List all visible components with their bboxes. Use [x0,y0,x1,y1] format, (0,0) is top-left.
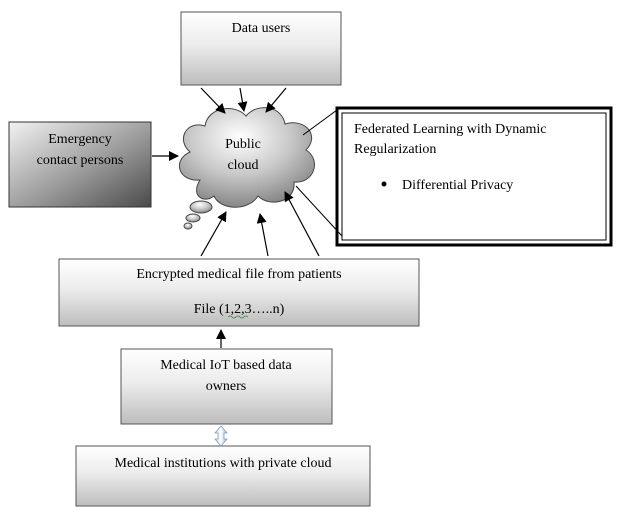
encrypted-file-line2: File (1,2,3…..n) [194,302,285,317]
connector-cloud-federated-top [302,109,338,136]
iot-owners-line1: Medical IoT based data [160,358,292,373]
federated-title-line2: Regularization [354,142,436,157]
encrypted-file-line1: Encrypted medical file from patients [136,267,341,282]
institutions-box: Medical institutions with private cloud [75,445,371,507]
arrow-encrypted-cloud-2 [256,213,269,257]
federated-title-line1: Federated Learning with Dynamic [354,122,546,137]
data-users-label: Data users [232,21,291,36]
encrypted-file-box: Encrypted medical file from patients Fil… [58,258,420,327]
emergency-contact-box: Emergency contact persons [8,121,152,208]
arrow-datausers-cloud-1 [200,87,226,114]
data-users-box: Data users [180,11,342,86]
arrow-encrypted-cloud-1 [200,211,227,257]
emergency-label-line1: Emergency [48,132,112,147]
connector-cloud-federated-bottom [295,185,343,237]
bidirectional-arrow-icon [214,425,228,447]
public-cloud: Public cloud [179,107,315,230]
spellcheck-squiggle [227,315,249,319]
arrow-datausers-cloud-2 [237,87,248,112]
iot-owners-line2: owners [206,379,246,394]
arrow-encrypted-cloud-3 [284,191,320,257]
arrow-datausers-cloud-3 [265,87,287,113]
cloud-puff-medium [185,213,201,223]
differential-privacy-label: Differential Privacy [402,178,513,193]
cloud-label-line2: cloud [227,158,258,173]
institutions-label: Medical institutions with private cloud [115,456,332,471]
bullet-dot-icon [381,181,387,187]
cloud-label-line1: Public [225,137,261,152]
iot-owners-box: Medical IoT based data owners [120,348,333,425]
cloud-puff-large [189,200,213,214]
cloud-puff-small [183,222,193,230]
emergency-label-line2: contact persons [37,153,124,168]
federated-learning-box: Federated Learning with Dynamic Regulari… [335,106,613,247]
